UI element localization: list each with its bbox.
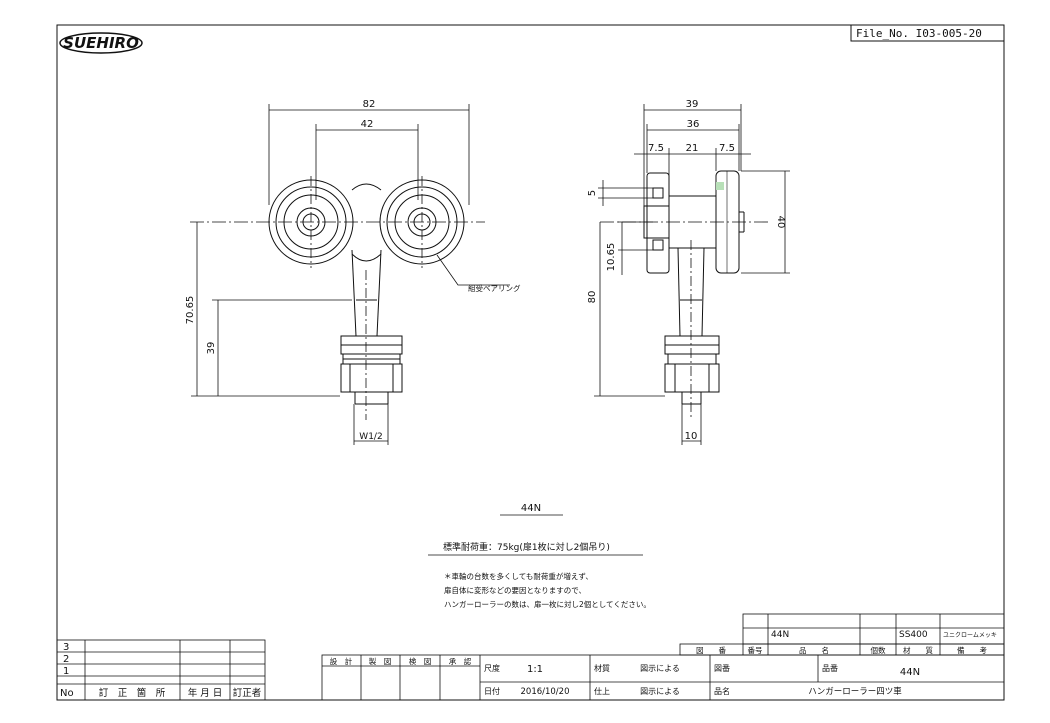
dim-side-width-inner: 36 (687, 119, 700, 130)
header-number: 番号 (748, 645, 763, 655)
name-value: ハンガーローラー四ツ車 (808, 686, 902, 697)
dim-side-wheel-dia: 40 (775, 216, 786, 229)
date-label: 日付 (484, 686, 500, 696)
logo-text: SUEHIRO (63, 34, 139, 52)
drawing-no-label: 図番 (714, 663, 730, 673)
note-line-2: 扉自体に変形などの要因となりますので、 (444, 585, 586, 595)
stamp-design: 設 計 (330, 656, 353, 666)
revision-row-2: 2 (63, 654, 69, 665)
revision-row-3: 3 (63, 642, 69, 653)
header-remarks: 備 考 (957, 645, 987, 655)
finish-value: 図示による (640, 687, 680, 696)
side-dimensions (594, 104, 790, 445)
bearing-label: 組受ベアリング (468, 283, 521, 293)
revision-table (56, 639, 266, 701)
dim-side-offset: 10.65 (606, 243, 617, 272)
parts-note: ユニクロームメッキ (943, 632, 997, 639)
revision-header-by: 訂正者 (233, 687, 262, 699)
suehiro-logo: SUEHIRO (59, 32, 143, 54)
revision-row-1: 1 (63, 666, 69, 677)
file-number: File_No. I03-005-20 (856, 27, 982, 40)
file-number-box: File_No. I03-005-20 (850, 24, 1005, 42)
dim-side-width: 39 (686, 99, 699, 110)
date-value: 2016/10/20 (521, 687, 570, 697)
dim-side-stem-width: 10 (685, 431, 698, 442)
side-view (600, 170, 770, 420)
stamp-check: 検 図 (409, 656, 432, 666)
note-line-1: ＊車輪の台数を多くしても耐荷重が増えず、 (444, 571, 593, 581)
dim-front-width: 82 (363, 99, 376, 110)
parts-material: SS400 (899, 630, 928, 640)
scale-value: 1:1 (527, 664, 543, 675)
revision-header-place: 訂 正 箇 所 (99, 687, 166, 699)
header-material: 材 質 (903, 645, 933, 655)
dim-side-height: 80 (587, 291, 598, 304)
scale-label: 尺度 (484, 663, 500, 673)
header-item-name: 品 名 (799, 645, 829, 655)
finish-label: 仕上 (594, 686, 610, 696)
drawing-frame (56, 24, 1005, 701)
model-caption: 44N (521, 503, 541, 514)
dim-side-gap: 5 (587, 190, 598, 196)
dim-side-mid: 21 (686, 143, 699, 154)
material-label: 材質 (594, 663, 610, 673)
revision-header-date: 年 月 日 (188, 687, 223, 699)
item-no-label: 品番 (822, 663, 838, 673)
front-dimensions (191, 104, 510, 445)
header-drawing-no: 図 番 (696, 645, 726, 655)
stamp-approve: 承 認 (449, 656, 472, 666)
name-label: 品名 (714, 686, 730, 696)
dim-side-left: 7.5 (648, 143, 664, 154)
material-value: 図示による (640, 664, 680, 673)
item-no-value: 44N (900, 667, 920, 678)
dim-side-right: 7.5 (719, 143, 735, 154)
dim-thread: W1/2 (359, 432, 382, 442)
side-wheel-highlight (716, 182, 724, 190)
parts-drawing-no: 44N (771, 630, 789, 640)
header-quantity: 個数 (871, 645, 886, 655)
dim-front-pitch: 42 (361, 119, 374, 130)
title-block-grid (321, 613, 1005, 701)
stamp-draft: 製 図 (369, 656, 392, 666)
note-line-3: ハンガーローラーの数は、扉一枚に対し2個としてください。 (444, 599, 651, 609)
front-view (190, 176, 485, 420)
dim-front-height-stem: 39 (206, 342, 217, 355)
load-note: 標準耐荷重：75kg(扉1枚に対し2個吊り) (443, 541, 610, 553)
revision-header-no: No (60, 688, 74, 699)
dim-front-height-total: 70.65 (185, 296, 196, 325)
